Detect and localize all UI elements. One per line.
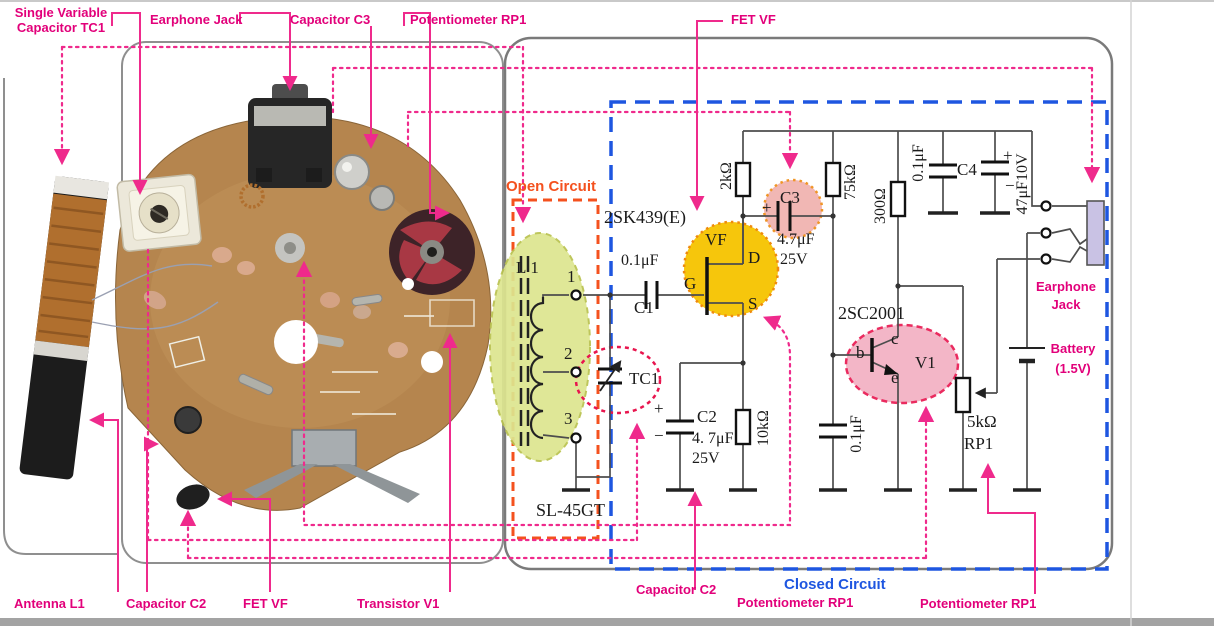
antenna-rod-photo (19, 175, 110, 480)
label-fet-vf-top: FET VF (731, 12, 776, 27)
fet-highlight (682, 220, 780, 318)
schematic (519, 130, 1105, 492)
c4-value: 47μF10V (1014, 153, 1031, 215)
c3-voltage: 25V (780, 251, 808, 268)
c3-name: C3 (780, 188, 800, 207)
label-fet-vf-bottom: FET VF (243, 596, 288, 611)
leader-lines (89, 12, 1036, 594)
label-closed-circuit: Closed Circuit (784, 576, 886, 593)
v1-base: b (856, 343, 865, 362)
c4-minus: − (1005, 176, 1015, 195)
label-potentiometer-rp1-bottom-center: Potentiometer RP1 (737, 595, 854, 610)
c4-name: C4 (957, 160, 977, 179)
dotted-connectors (53, 45, 1101, 560)
r2k-value: 2kΩ (718, 162, 735, 190)
tc1-highlight (574, 345, 662, 415)
label-single-variable-capacitor-tc1: Single Variable Capacitor TC1 (14, 5, 108, 35)
v1-emitter: e (891, 368, 899, 387)
terminal-2: 2 (564, 344, 573, 363)
battery-voltage: (1.5V) (1055, 361, 1091, 376)
c2-value: 4. 7μF (692, 430, 734, 447)
fet-name: VF (705, 230, 727, 249)
v1-highlight (844, 323, 960, 405)
terminal-3: 3 (564, 409, 573, 428)
label-capacitor-c3-top: Capacitor C3 (290, 12, 371, 27)
v1-name: V1 (915, 353, 936, 372)
c2-voltage: 25V (692, 450, 720, 467)
jack-label-line1: Earphone (1036, 279, 1096, 294)
jack-label-line2: Jack (1051, 297, 1081, 312)
label-potentiometer-rp1-top: Potentiometer RP1 (410, 12, 527, 27)
c3-plus: + (762, 198, 772, 217)
label-capacitor-c2-bottom-left: Capacitor C2 (126, 596, 207, 611)
pcb-photo (19, 84, 492, 511)
fet-source: S (748, 294, 758, 313)
v1-collector: c (891, 329, 899, 348)
rp1-value: 5kΩ (967, 412, 997, 431)
part-number-transistor: 2SC2001 (838, 303, 906, 323)
fet-gate: G (684, 274, 697, 293)
label-open-circuit: Open Circuit (506, 178, 597, 195)
c2-plus: + (654, 399, 664, 418)
label-transistor-v1: Transistor V1 (357, 596, 440, 611)
r10k-value: 10kΩ (755, 410, 772, 446)
c2-name: C2 (697, 407, 717, 426)
closed-circuit-box (609, 100, 1109, 571)
label-potentiometer-rp1-bottom-right: Potentiometer RP1 (920, 596, 1037, 611)
c1-name: C1 (634, 298, 654, 317)
c3-value: 4.7μF (777, 231, 815, 248)
battery-label: Battery (1050, 341, 1096, 356)
potentiometer-photo (389, 209, 475, 295)
c4-plus: + (1003, 146, 1013, 165)
r75k-value: 75kΩ (842, 164, 859, 200)
coil-name: L1 (516, 258, 543, 277)
c2-minus: − (654, 426, 664, 445)
c1-value: 0.1μF (621, 252, 659, 269)
label-earphone-jack-top: Earphone Jack (150, 12, 243, 27)
metal-clip (244, 429, 420, 503)
r300-value: 300Ω (872, 188, 889, 224)
rp1-name: RP1 (964, 434, 994, 453)
earphone-jack-photo (248, 84, 332, 188)
earphone-jack-symbol (1086, 200, 1105, 266)
variable-capacitor-photo (116, 173, 202, 252)
terminal-1: 1 (567, 267, 576, 286)
part-number-board: SL-45GT (536, 500, 605, 520)
part-number-fet: 2SK439(E) (604, 207, 686, 227)
antenna-leads (91, 263, 219, 330)
label-capacitor-c2-bottom-center: Capacitor C2 (636, 582, 717, 597)
fet-drain: D (748, 248, 761, 267)
bypass-cap-value: 0.1μF (910, 144, 927, 182)
tc1-name: TC1 (629, 369, 660, 388)
emitter-cap-value: 0.1μF (848, 415, 865, 453)
label-antenna-l1: Antenna L1 (14, 596, 85, 611)
